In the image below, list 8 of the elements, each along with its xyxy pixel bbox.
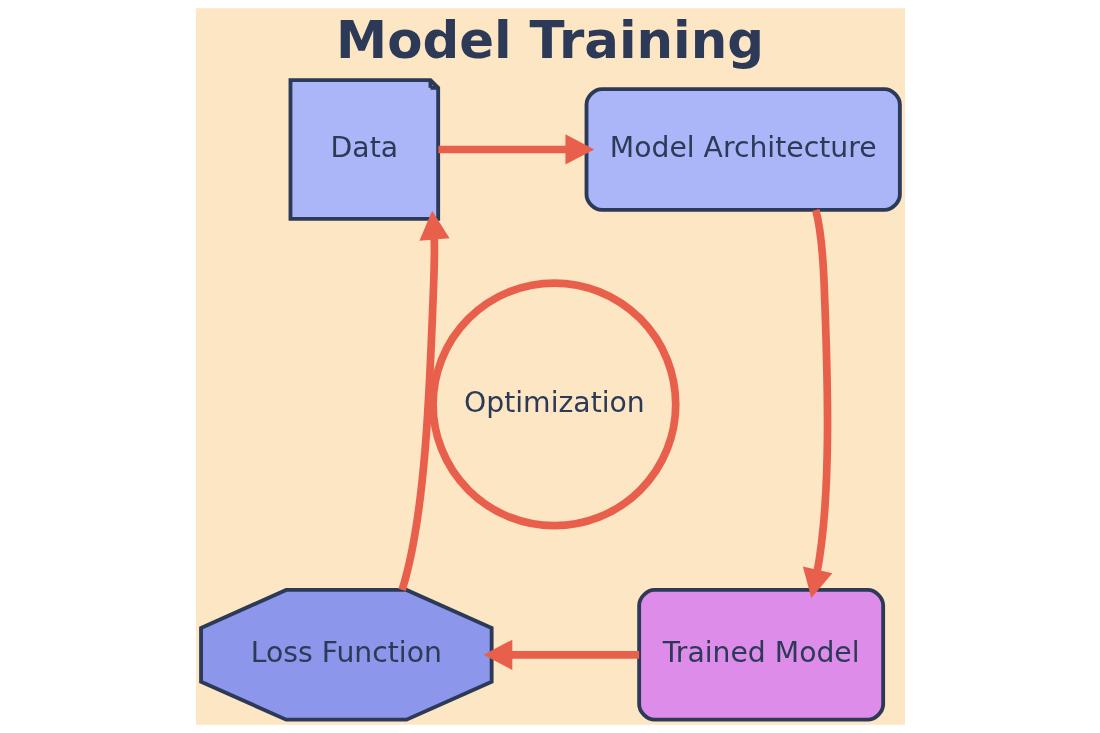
arrow bbox=[802, 209, 832, 598]
node-circle: Optimization bbox=[428, 279, 680, 530]
node-box: Trained Model bbox=[636, 588, 885, 722]
diagram-title: Model Training bbox=[335, 10, 764, 71]
arrow bbox=[397, 210, 450, 591]
arrow bbox=[437, 134, 594, 165]
node-box: Model Architecture bbox=[584, 87, 902, 212]
arrow bbox=[483, 639, 639, 670]
